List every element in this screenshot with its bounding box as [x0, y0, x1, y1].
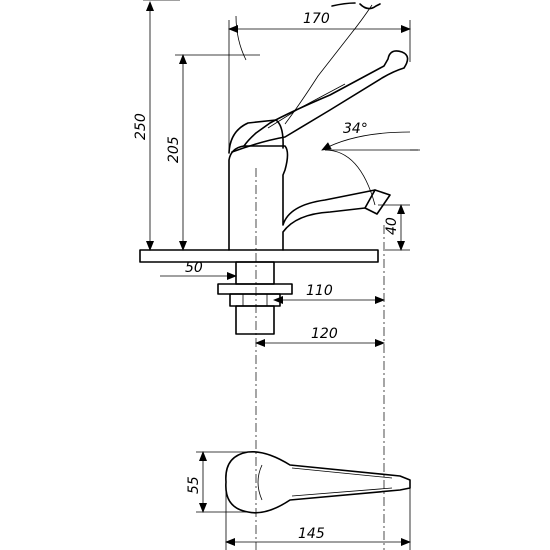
- center-lines: [255, 168, 385, 550]
- dim-34-deg: 34°: [343, 121, 368, 137]
- aerator: [364, 189, 391, 215]
- dim-170: 170: [303, 11, 330, 27]
- dim-250: 250: [133, 113, 149, 140]
- dim-145: 145: [298, 526, 325, 542]
- dim-205: 205: [166, 136, 182, 163]
- lever-handle: [231, 50, 409, 153]
- dim-120: 120: [311, 326, 338, 342]
- dimension-lines: [143, 0, 420, 550]
- faucet-plan-view: [225, 450, 411, 514]
- dim-110: 110: [306, 283, 333, 299]
- base-plate: [139, 249, 379, 263]
- supply-shank: [235, 305, 275, 335]
- dim-40: 40: [384, 217, 400, 235]
- neck: [235, 261, 275, 285]
- lock-nut: [217, 283, 293, 295]
- dim-50: 50: [185, 260, 203, 276]
- plan-handle: [225, 450, 411, 514]
- faucet-side-view: [139, 2, 409, 335]
- dim-55: 55: [186, 476, 202, 494]
- dimension-labels: 170 250 205 34° 40 50 110 120 55 145: [133, 11, 400, 542]
- lever-cap: [228, 119, 284, 154]
